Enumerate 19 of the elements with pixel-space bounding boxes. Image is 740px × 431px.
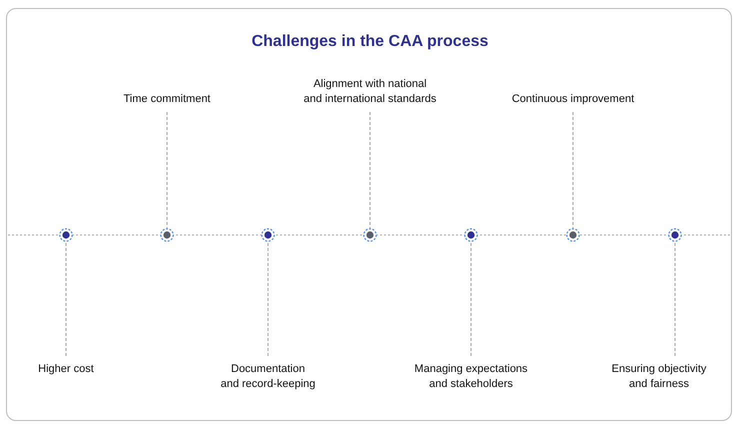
challenge-label: Documentation and record-keeping xyxy=(213,362,323,392)
leader-line xyxy=(572,112,574,228)
timeline-dot xyxy=(160,228,174,242)
leader-line xyxy=(674,242,676,356)
challenge-label: Time commitment xyxy=(107,92,227,107)
challenge-label: Managing expectations and stakeholders xyxy=(407,362,535,392)
timeline-dot xyxy=(668,228,682,242)
challenge-label: Alignment with national and international standards xyxy=(295,77,445,107)
timeline-dot xyxy=(464,228,478,242)
timeline-dot xyxy=(566,228,580,242)
challenge-label: Continuous improvement xyxy=(498,92,648,107)
leader-line xyxy=(470,242,472,356)
diagram-title: Challenges in the CAA process xyxy=(250,33,490,51)
timeline-dot xyxy=(261,228,275,242)
challenge-label: Ensuring objectivity and fairness xyxy=(605,362,713,392)
timeline-dot xyxy=(59,228,73,242)
leader-line xyxy=(166,112,168,228)
challenge-label: Higher cost xyxy=(16,362,116,377)
timeline-dot xyxy=(363,228,377,242)
